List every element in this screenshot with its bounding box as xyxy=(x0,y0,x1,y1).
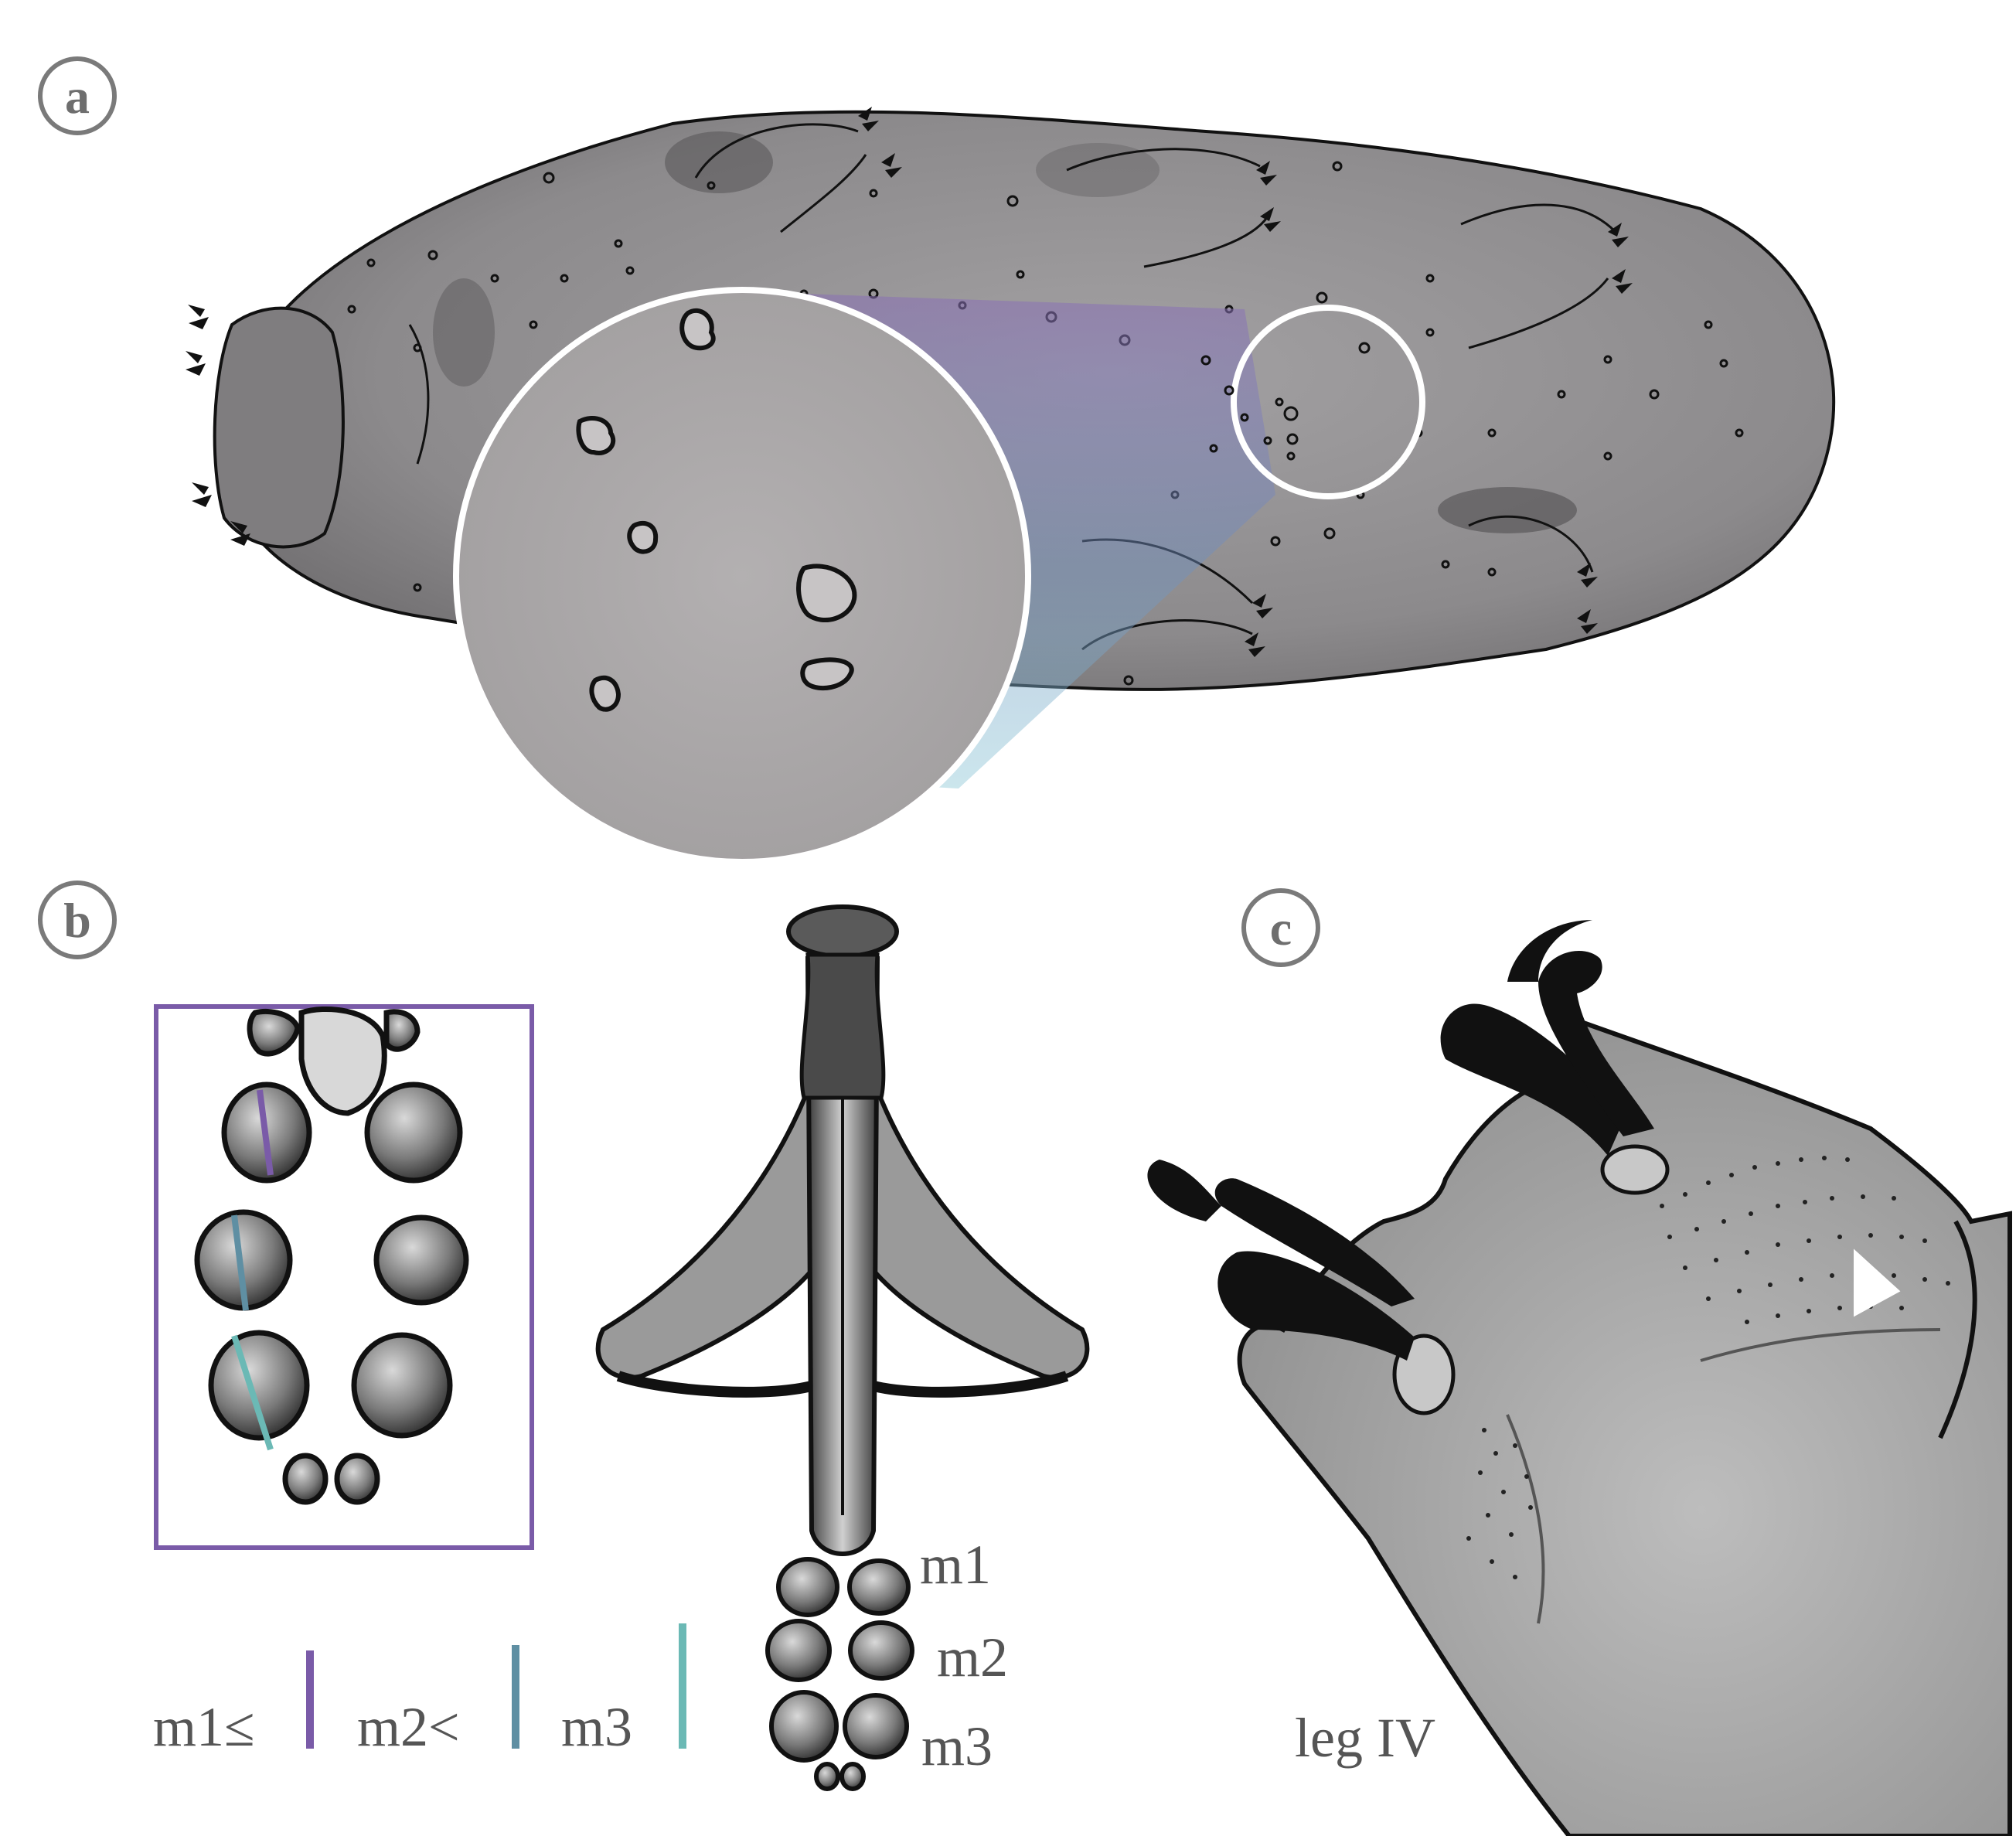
zoom-source-pores xyxy=(1200,355,1299,453)
fold-line xyxy=(1143,216,1269,268)
label-m2: m2 xyxy=(937,1627,1008,1688)
body-claws xyxy=(186,107,1633,657)
fold-line xyxy=(408,324,430,465)
panel-c-letter-badge: c xyxy=(1241,888,1320,967)
claws xyxy=(1147,920,1654,1361)
fold-line xyxy=(1066,148,1261,172)
macroplacoid-m2-left xyxy=(765,1619,832,1682)
claw-base-upper xyxy=(1600,1144,1670,1195)
fold-line xyxy=(694,123,859,179)
panel-a-letter: a xyxy=(65,69,90,124)
zoom-magnified-circle xyxy=(453,287,1031,865)
legend-m3-label: m3 xyxy=(561,1696,632,1758)
claw-base-lower xyxy=(1392,1334,1456,1415)
body-shadow-4 xyxy=(433,278,495,387)
macroplacoid-m3-right xyxy=(843,1693,909,1759)
label-m1: m1 xyxy=(920,1534,991,1596)
macroplacoid-m2-right xyxy=(848,1620,914,1681)
inset-macroplacoids xyxy=(194,1007,469,1505)
claw-upper-secondary xyxy=(1538,951,1654,1136)
legend-m2-label: m2< xyxy=(357,1696,460,1758)
claw-lower-tip xyxy=(1147,1160,1221,1221)
claw-upper-tip xyxy=(1507,920,1592,982)
panel-a: a xyxy=(38,56,1836,865)
inset-line-m2 xyxy=(231,1214,249,1311)
fold-line xyxy=(1460,203,1617,233)
zoom-source-circle xyxy=(1231,305,1425,499)
leg-fold-line xyxy=(1700,1328,1941,1362)
label-m3: m3 xyxy=(921,1715,993,1777)
macroplacoid-m3-left xyxy=(769,1690,839,1763)
inset-line-m3 xyxy=(231,1334,274,1451)
pharynx-macroplacoids xyxy=(765,1557,914,1791)
body-edge-line xyxy=(1938,1220,1977,1439)
macroplacoid-m1-right xyxy=(847,1558,911,1616)
body-shadow-2 xyxy=(1036,143,1160,197)
panel-b-letter: b xyxy=(63,893,91,948)
panel-b-letter-badge: b xyxy=(38,881,117,959)
body-shadow-1 xyxy=(665,131,773,193)
leg-iv-caption: leg IV xyxy=(1295,1707,1435,1769)
microplacoid-right xyxy=(839,1762,866,1791)
buccal-apparatus xyxy=(595,904,1090,1556)
panel-c-letter: c xyxy=(1270,901,1292,955)
microplacoid-left xyxy=(814,1762,840,1791)
fold-line xyxy=(1468,515,1594,573)
macroplacoid-m1-left xyxy=(776,1557,839,1617)
claw-upper-primary xyxy=(1440,1003,1623,1156)
legend-m1-label: m1≤ xyxy=(153,1696,255,1758)
cuticle-granulation xyxy=(1466,1156,1950,1579)
panel-a-letter-badge: a xyxy=(38,56,117,135)
panel-c: c xyxy=(1147,888,2012,1836)
magnified-pores xyxy=(576,308,857,712)
tardigrade-posterior-segment xyxy=(213,306,345,549)
ratio-legend: m1≤ m2< m3 xyxy=(153,1623,686,1758)
arrowhead-pointer xyxy=(1854,1248,1901,1317)
inset-line-m1 xyxy=(257,1089,274,1176)
leg-fold-line xyxy=(1506,1414,1545,1624)
claw-lower-secondary xyxy=(1214,1178,1415,1306)
body-shadow-3 xyxy=(1438,487,1577,533)
fold-line xyxy=(780,154,867,233)
panel-b: b xyxy=(38,881,1090,1791)
fold-line xyxy=(1468,278,1609,349)
claw-lower-primary xyxy=(1217,1251,1415,1361)
